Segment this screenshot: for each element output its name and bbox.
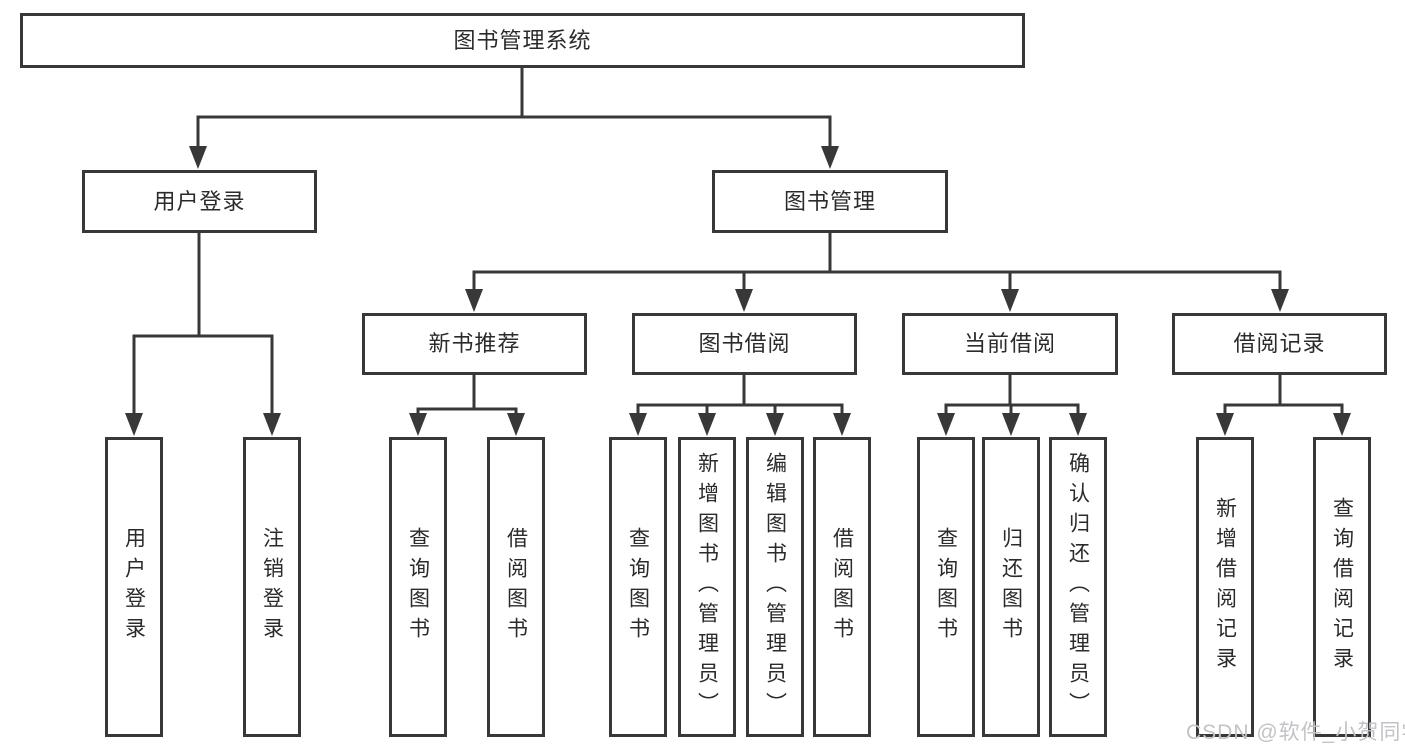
leaf-borrow-books: 借阅图书 <box>813 437 871 737</box>
node-user-login: 用户登录 <box>82 170 317 233</box>
node-book-management: 图书管理 <box>712 170 948 233</box>
leaf-label: 新增图书（管理员） <box>695 452 719 722</box>
leaf-return-books: 归还图书 <box>982 437 1040 737</box>
leaf-label: 查询图书 <box>934 527 958 647</box>
leaf-label: 用户登录 <box>122 527 146 647</box>
leaf-label: 确认归还（管理员） <box>1066 452 1090 722</box>
leaf-label: 注销登录 <box>260 527 284 647</box>
leaf-confirm-return-admin: 确认归还（管理员） <box>1049 437 1107 737</box>
leaf-label: 查询图书 <box>406 527 430 647</box>
node-label: 图书管理 <box>783 188 876 214</box>
leaf-logout: 注销登录 <box>243 437 301 737</box>
leaf-label: 归还图书 <box>999 527 1023 647</box>
node-library-management-system: 图书管理系统 <box>20 13 1025 68</box>
node-label: 借阅记录 <box>1233 331 1326 356</box>
node-book-borrowing: 图书借阅 <box>632 313 857 375</box>
node-label: 用户登录 <box>153 188 246 214</box>
csdn-watermark: CSDN @软件_小贺同学 <box>1186 721 1405 744</box>
node-label: 图书管理系统 <box>453 27 592 53</box>
node-label: 图书借阅 <box>698 331 791 356</box>
leaf-label: 借阅图书 <box>504 527 528 647</box>
node-new-book-recommend: 新书推荐 <box>362 313 587 375</box>
leaf-label: 查询图书 <box>626 527 650 647</box>
leaf-label: 查询借阅记录 <box>1330 497 1354 677</box>
leaf-add-borrow-record: 新增借阅记录 <box>1196 437 1254 737</box>
leaf-query-books: 查询图书 <box>609 437 667 737</box>
leaf-label: 新增借阅记录 <box>1213 497 1237 677</box>
node-current-borrowing: 当前借阅 <box>902 313 1118 375</box>
node-label: 当前借阅 <box>963 331 1056 356</box>
leaf-query-books: 查询图书 <box>389 437 447 737</box>
leaf-borrow-books: 借阅图书 <box>487 437 545 737</box>
leaf-query-borrow-record: 查询借阅记录 <box>1313 437 1371 737</box>
arrowheads <box>125 146 1351 436</box>
leaf-label: 借阅图书 <box>830 527 854 647</box>
leaf-edit-books-admin: 编辑图书（管理员） <box>746 437 804 737</box>
leaf-add-books-admin: 新增图书（管理员） <box>678 437 736 737</box>
leaf-label: 编辑图书（管理员） <box>763 452 787 722</box>
leaf-user-login: 用户登录 <box>105 437 163 737</box>
node-label: 新书推荐 <box>428 331 521 356</box>
leaf-query-books: 查询图书 <box>917 437 975 737</box>
node-borrowing-records: 借阅记录 <box>1172 313 1387 375</box>
